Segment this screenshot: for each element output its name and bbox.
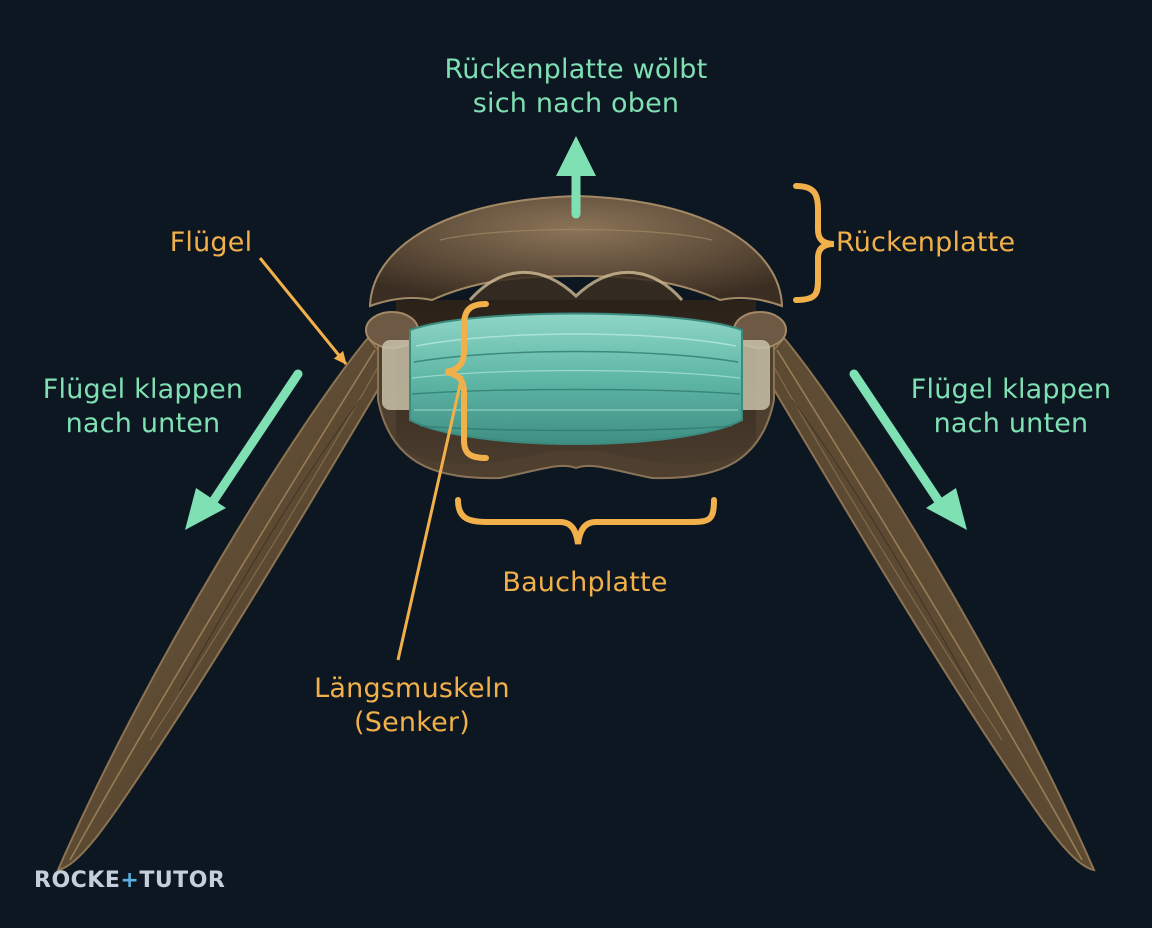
right-wing [758,336,1096,872]
longitudinal-muscles-shape [409,312,743,445]
label-wings-down-left-line2: nach unten [65,408,221,439]
label-longitudinal-muscles: Längsmuskeln (Senker) [282,672,542,740]
arrow-down-left-shaft [205,369,303,511]
brand-logo-left: ROCKE [34,868,121,893]
label-longitudinal-muscles-line1: Längsmuskeln [314,673,510,704]
label-ventral-plate: Bauchplatte [502,567,668,598]
label-dorsal-rise-line2: sich nach oben [472,88,680,119]
label-wings-down-left: Flügel klappen nach unten [16,373,270,441]
brand-logo-right: TUTOR [139,868,226,893]
label-wings-down-left-line1: Flügel klappen [42,374,244,405]
label-dorsal-rise: Rückenplatte wölbt sich nach oben [376,53,776,121]
ventral-plate-brace [455,497,717,545]
label-dorsal-rise-line1: Rückenplatte wölbt [444,54,708,85]
brand-logo: ROCKE+TUTOR [34,868,225,893]
dorsal-plate-shape [368,194,784,308]
dorsal-plate-brace [793,183,835,303]
wing-pointer-line [258,257,348,365]
left-wing [56,336,394,872]
label-wing: Flügel [169,227,253,258]
label-wings-down-right-line2: nach unten [933,408,1089,439]
label-longitudinal-muscles-line2: (Senker) [354,707,470,738]
arrow-up-icon [556,136,596,176]
muscle-pointer-line [396,375,464,661]
label-dorsal-plate: Rückenplatte [836,227,1016,258]
label-wings-down-right: Flügel klappen nach unten [884,373,1138,441]
muscle-brace [445,301,489,461]
arrow-down-left-icon [185,488,226,530]
brand-logo-plus: + [120,868,140,893]
label-wings-down-right-line1: Flügel klappen [910,374,1112,405]
arrow-down-right-icon [926,488,967,530]
arrow-down-right-shaft [849,369,947,511]
